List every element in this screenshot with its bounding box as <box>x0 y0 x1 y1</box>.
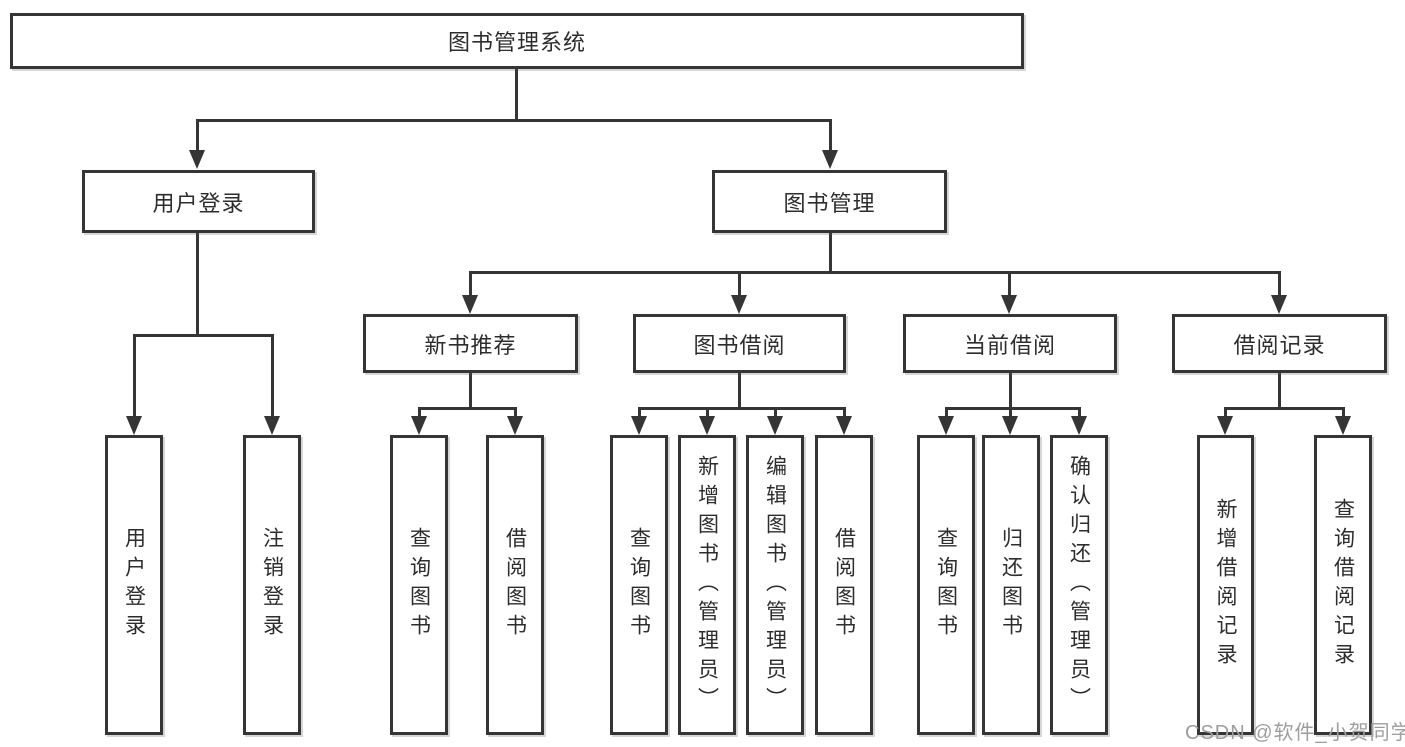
leaf-user-login-label: 用户登录 <box>122 527 146 643</box>
connector-bookborrow-trunk <box>738 373 741 409</box>
leaf-bb-query-books-label: 查询图书 <box>627 527 651 643</box>
connector-currentborrow-trunk <box>1009 373 1012 409</box>
arrow-down-icon <box>1071 416 1087 435</box>
leaf-bb-add-books-admin: 新增图书（管理员） <box>678 435 736 735</box>
arrow-down-icon <box>767 416 783 435</box>
arrow-down-icon <box>1271 295 1287 314</box>
connector-bookmgmt-drop <box>738 271 741 297</box>
connector-newbook-drop <box>418 407 421 417</box>
connector-records-drop <box>1342 407 1345 417</box>
watermark: CSDN @软件_小贺同学 <box>1185 722 1405 744</box>
arrow-down-icon <box>1217 416 1233 435</box>
connector-bookmgmt-bar <box>469 271 1280 274</box>
arrow-down-icon <box>264 416 280 435</box>
node-current-borrow: 当前借阅 <box>903 314 1117 373</box>
connector-bookborrow-drop <box>706 407 709 417</box>
connector-records-bar <box>1224 407 1345 410</box>
arrow-down-icon <box>462 295 478 314</box>
leaf-bb-add-books-admin-label: 新增图书（管理员） <box>695 454 719 716</box>
connector-currentborrow-bar <box>945 407 1081 410</box>
leaf-br-query-record: 查询借阅记录 <box>1314 435 1372 735</box>
connector-bookborrow-bar <box>638 407 846 410</box>
connector-userlogin-trunk <box>196 233 199 336</box>
connector-root-right-drop <box>829 119 832 151</box>
leaf-nb-query-books: 查询图书 <box>390 435 448 735</box>
connector-newbook-trunk <box>469 373 472 409</box>
arrow-down-icon <box>411 416 427 435</box>
leaf-nb-query-books-label: 查询图书 <box>407 527 431 643</box>
leaf-nb-borrow-books: 借阅图书 <box>486 435 544 735</box>
node-book-borrow: 图书借阅 <box>633 314 846 373</box>
leaf-bb-edit-books-admin: 编辑图书（管理员） <box>746 435 804 735</box>
leaf-br-add-record: 新增借阅记录 <box>1197 435 1254 735</box>
arrow-down-icon <box>836 416 852 435</box>
node-new-book-recommend: 新书推荐 <box>363 314 578 373</box>
leaf-br-add-record-label: 新增借阅记录 <box>1214 498 1237 672</box>
connector-bookmgmt-drop <box>1008 271 1011 297</box>
leaf-bb-edit-books-admin-label: 编辑图书（管理员） <box>763 454 787 716</box>
leaf-cb-confirm-return-admin-label: 确认归还（管理员） <box>1067 454 1091 716</box>
leaf-bb-borrow-books: 借阅图书 <box>815 435 873 735</box>
connector-records-trunk <box>1278 373 1281 409</box>
arrow-down-icon <box>822 150 838 169</box>
node-borrow-records-label: 借阅记录 <box>1233 332 1326 358</box>
leaf-cb-query-books: 查询图书 <box>917 435 975 735</box>
leaf-user-login: 用户登录 <box>105 435 163 735</box>
leaf-cb-confirm-return-admin: 确认归还（管理员） <box>1050 435 1108 735</box>
arrow-down-icon <box>631 416 647 435</box>
connector-root-bar <box>196 119 832 122</box>
leaf-bb-query-books: 查询图书 <box>610 435 668 735</box>
arrow-down-icon <box>126 416 142 435</box>
connector-bookborrow-drop <box>774 407 777 417</box>
connector-bookborrow-drop <box>843 407 846 417</box>
connector-records-drop <box>1224 407 1227 417</box>
node-book-borrow-label: 图书借阅 <box>693 332 786 358</box>
leaf-cb-return-books-label: 归还图书 <box>999 527 1023 643</box>
leaf-bb-borrow-books-label: 借阅图书 <box>832 527 856 643</box>
arrow-down-icon <box>189 150 205 169</box>
connector-root-left-drop <box>196 119 199 151</box>
node-current-borrow-label: 当前借阅 <box>963 332 1056 358</box>
arrow-down-icon <box>507 416 523 435</box>
connector-bookmgmt-trunk <box>829 233 832 273</box>
leaf-br-query-record-label: 查询借阅记录 <box>1331 498 1355 672</box>
node-new-book-recommend-label: 新书推荐 <box>424 332 517 358</box>
leaf-cb-return-books: 归还图书 <box>982 435 1040 735</box>
arrow-down-icon <box>938 416 954 435</box>
connector-bookmgmt-drop <box>469 271 472 297</box>
connector-userlogin-drop <box>133 334 136 416</box>
node-user-login-label: 用户登录 <box>152 190 245 216</box>
connector-bookmgmt-drop <box>1278 271 1281 297</box>
node-root: 图书管理系统 <box>10 13 1024 69</box>
leaf-nb-borrow-books-label: 借阅图书 <box>503 527 527 643</box>
arrow-down-icon <box>731 295 747 314</box>
connector-newbook-drop <box>514 407 517 417</box>
leaf-cb-query-books-label: 查询图书 <box>934 527 958 643</box>
connector-currentborrow-drop <box>1009 407 1012 417</box>
arrow-down-icon <box>1335 416 1351 435</box>
arrow-down-icon <box>1001 295 1017 314</box>
connector-bookborrow-drop <box>638 407 641 417</box>
connector-userlogin-bar <box>133 334 274 337</box>
connector-root-trunk <box>515 69 518 121</box>
node-book-management: 图书管理 <box>712 170 947 233</box>
connector-newbook-bar <box>418 407 517 410</box>
arrow-down-icon <box>699 416 715 435</box>
connector-userlogin-drop <box>271 334 274 416</box>
arrow-down-icon <box>1002 416 1018 435</box>
leaf-logout-label: 注销登录 <box>260 527 284 643</box>
connector-currentborrow-drop <box>945 407 948 417</box>
connector-currentborrow-drop <box>1078 407 1081 417</box>
node-borrow-records: 借阅记录 <box>1172 314 1387 373</box>
node-book-management-label: 图书管理 <box>783 190 876 216</box>
leaf-logout: 注销登录 <box>243 435 301 735</box>
node-user-login: 用户登录 <box>82 170 315 233</box>
node-root-label: 图书管理系统 <box>447 30 586 55</box>
